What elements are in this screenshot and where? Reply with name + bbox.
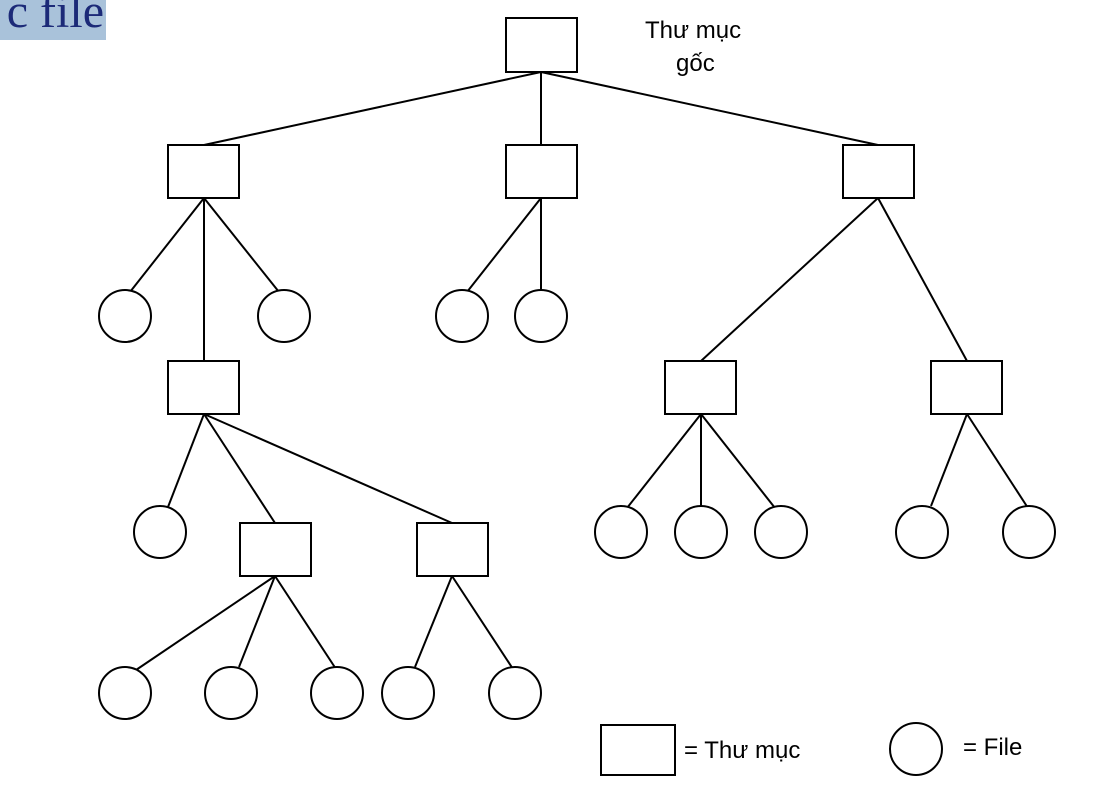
- slide-title: c file: [6, 0, 104, 38]
- file-node: [514, 289, 568, 343]
- edge: [129, 197, 205, 293]
- edge: [466, 197, 542, 293]
- file-node: [98, 666, 152, 720]
- file-node: [381, 666, 435, 720]
- file-node: [1002, 505, 1056, 559]
- legend: = Thư mục = File: [600, 722, 1022, 776]
- file-node: [435, 289, 489, 343]
- edge: [203, 71, 542, 146]
- edge: [700, 413, 776, 509]
- root-label-line1: Thư mục: [645, 17, 741, 44]
- title-banner: c file: [0, 0, 106, 40]
- file-node: [674, 505, 728, 559]
- directory-node: [930, 360, 1003, 415]
- edge: [135, 575, 276, 671]
- edge: [203, 413, 276, 524]
- edge: [238, 575, 276, 668]
- edge: [626, 413, 702, 509]
- edge: [203, 413, 453, 524]
- legend-file-swatch: [889, 722, 943, 776]
- edge: [540, 71, 879, 146]
- legend-directory-label: = Thư mục: [684, 737, 800, 764]
- edge: [966, 413, 1029, 509]
- directory-node: [167, 360, 240, 415]
- directory-node: [842, 144, 915, 199]
- edge: [274, 575, 337, 670]
- file-node: [488, 666, 542, 720]
- file-node: [133, 505, 187, 559]
- file-node: [594, 505, 648, 559]
- file-nodes: [98, 289, 1056, 720]
- edge: [203, 197, 280, 293]
- file-node: [310, 666, 364, 720]
- root-directory: [505, 17, 578, 73]
- edge: [877, 197, 968, 362]
- file-node: [895, 505, 949, 559]
- directory-node: [167, 144, 240, 199]
- root-label-line2: gốc: [676, 50, 715, 77]
- edge: [700, 197, 879, 362]
- file-node: [98, 289, 152, 343]
- legend-directory-swatch: [600, 724, 676, 776]
- edge: [451, 575, 514, 670]
- directory-node: [664, 360, 737, 415]
- directory-node: [416, 522, 489, 577]
- directory-nodes: [167, 17, 1003, 577]
- file-node: [257, 289, 311, 343]
- directory-node: [505, 144, 578, 199]
- file-node: [204, 666, 258, 720]
- file-node: [754, 505, 808, 559]
- tree-edges: [129, 71, 1029, 671]
- legend-file-label: = File: [963, 734, 1022, 761]
- edge: [167, 413, 205, 508]
- edge: [930, 413, 968, 507]
- edge: [414, 575, 453, 668]
- directory-node: [239, 522, 312, 577]
